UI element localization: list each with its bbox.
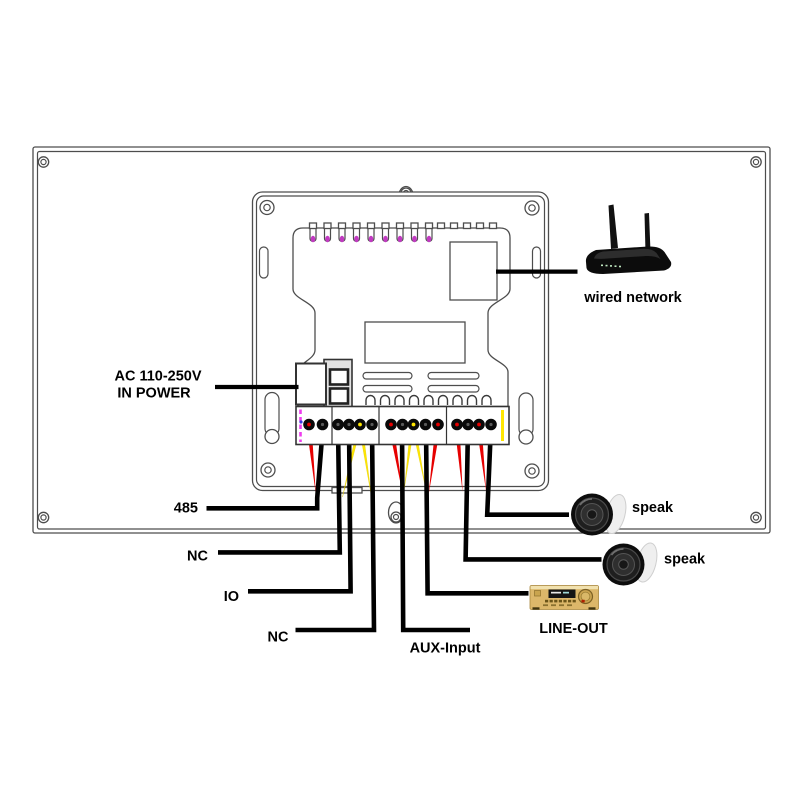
pin-9 bbox=[424, 222, 434, 243]
pin-1 bbox=[308, 222, 318, 243]
wire-io bbox=[248, 425, 353, 594]
speaker-bottom-icon bbox=[602, 542, 658, 586]
panel-screw-bottom-right bbox=[750, 511, 762, 524]
label-speak-bottom: speak bbox=[664, 552, 706, 568]
label-wired-network: wired network bbox=[583, 290, 682, 306]
pin-7 bbox=[395, 222, 405, 243]
amplifier-icon bbox=[529, 585, 599, 610]
edge-tab bbox=[488, 222, 498, 230]
speaker-top-icon bbox=[571, 493, 627, 536]
pin-6 bbox=[381, 222, 390, 243]
label-nc-bottom: NC bbox=[268, 630, 289, 646]
wire-aux-input bbox=[399, 425, 470, 633]
power-connector bbox=[295, 358, 353, 408]
device-screw-top-left bbox=[259, 199, 275, 216]
terminals bbox=[303, 418, 497, 431]
wire-485 bbox=[206, 425, 326, 511]
label-aux-input: AUX-Input bbox=[410, 641, 481, 657]
device-bottom-tab bbox=[331, 486, 363, 494]
label-speak-top: speak bbox=[632, 500, 674, 516]
router-icon bbox=[585, 204, 672, 274]
panel-screw-bottom-middle bbox=[387, 501, 405, 524]
spring-clips bbox=[365, 394, 492, 405]
device-slot-right bbox=[531, 246, 542, 279]
device-slot-left bbox=[258, 246, 269, 279]
wire-speaker-bottom bbox=[463, 425, 602, 562]
label-line-out: LINE-OUT bbox=[539, 621, 608, 637]
power-terminal-hole bbox=[328, 387, 350, 405]
device-keyhole-right bbox=[518, 392, 534, 445]
wire-line-out bbox=[423, 425, 529, 596]
label-485: 485 bbox=[174, 501, 198, 517]
panel-screw-bottom-left bbox=[37, 511, 50, 524]
edge-tab bbox=[475, 222, 485, 230]
edge-tab bbox=[449, 222, 459, 230]
wire-nc-top bbox=[218, 425, 343, 555]
module-box bbox=[364, 321, 466, 364]
panel-screw-top-right bbox=[750, 156, 762, 168]
label-io: IO bbox=[224, 589, 239, 605]
power-terminal-hole bbox=[328, 368, 350, 386]
edge-tab bbox=[462, 222, 472, 230]
strip-marker-blue bbox=[299, 420, 303, 424]
pin-3 bbox=[337, 222, 347, 243]
vent-slots bbox=[362, 371, 480, 393]
label-power-line1: AC 110-250V bbox=[114, 369, 201, 385]
label-nc-top: NC bbox=[187, 549, 208, 565]
label-power-line2: IN POWER bbox=[117, 386, 191, 402]
terminal-strip bbox=[295, 405, 510, 446]
wire-speaker-top bbox=[484, 425, 569, 517]
pin-4 bbox=[352, 222, 361, 243]
network-port-box bbox=[449, 241, 498, 301]
device-screw-bottom-left bbox=[260, 462, 276, 478]
pin-header bbox=[308, 222, 498, 243]
pin-8 bbox=[410, 222, 419, 243]
edge-tab bbox=[436, 222, 446, 230]
panel-screw-top-left bbox=[37, 156, 50, 168]
device-screw-top-right bbox=[524, 200, 540, 216]
device-keyhole-left bbox=[264, 391, 280, 445]
pin-5 bbox=[366, 222, 376, 243]
device-screw-bottom-right bbox=[524, 463, 540, 479]
wire-nc-bottom bbox=[295, 425, 377, 633]
pin-2 bbox=[323, 222, 332, 243]
